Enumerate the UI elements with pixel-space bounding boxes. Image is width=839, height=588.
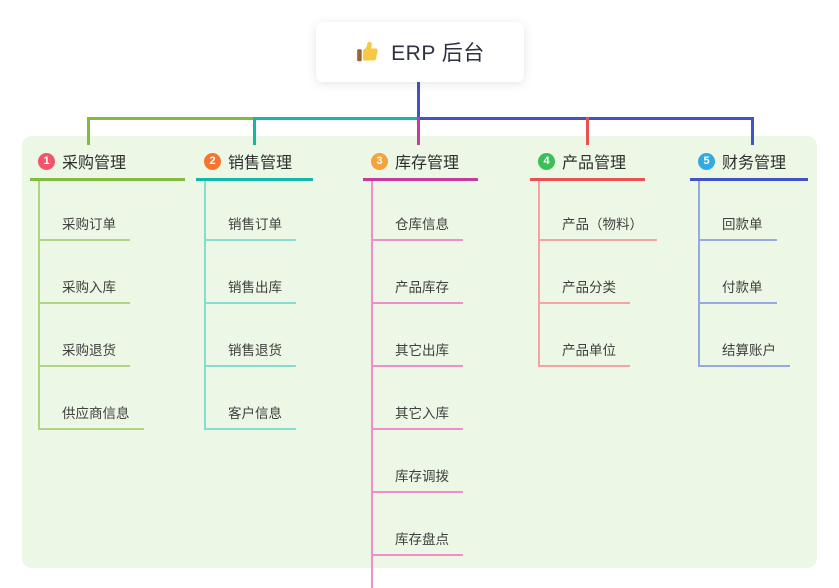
branch-label: 采购管理 <box>62 155 127 172</box>
child-label: 销售订单 <box>228 216 282 232</box>
root-connector-line <box>417 82 420 120</box>
child-topic[interactable]: 产品分类 <box>540 241 630 304</box>
child-topic[interactable]: 采购入库 <box>40 241 130 304</box>
child-topic[interactable]: 出库库明细 <box>373 556 477 588</box>
branch-children: 仓库信息 产品库存 其它出库 其它入库 库存调拨 库存盘点 出库库明细 <box>371 181 478 588</box>
branch-node-1: 1 采购管理 采购订单 采购入库 采购退货 供应商信息 <box>30 146 185 430</box>
child-topic[interactable]: 其它出库 <box>373 304 463 367</box>
child-label: 客户信息 <box>228 405 282 421</box>
branch-label: 库存管理 <box>395 155 460 172</box>
branch-children: 销售订单 销售出库 销售退货 客户信息 <box>204 181 313 430</box>
root-node[interactable]: ERP 后台 <box>316 22 524 82</box>
connector-horizontal-line <box>417 117 754 120</box>
child-label: 付款单 <box>722 279 763 295</box>
child-topic[interactable]: 产品库存 <box>373 241 463 304</box>
child-label: 其它出库 <box>395 342 449 358</box>
child-topic[interactable]: 供应商信息 <box>40 367 144 430</box>
child-label: 采购退货 <box>62 342 116 358</box>
connector-horizontal-line <box>253 117 420 120</box>
branch-title[interactable]: 3 库存管理 <box>363 146 478 181</box>
child-label: 库存盘点 <box>395 531 449 547</box>
child-topic[interactable]: 结算账户 <box>700 304 790 367</box>
branch-node-3: 3 库存管理 仓库信息 产品库存 其它出库 其它入库 库存调拨 库存盘点 出库库… <box>363 146 478 588</box>
child-topic[interactable]: 销售订单 <box>206 181 296 241</box>
child-topic[interactable]: 产品（物料） <box>540 181 657 241</box>
branch-children: 产品（物料） 产品分类 产品单位 <box>538 181 657 367</box>
child-topic[interactable]: 采购订单 <box>40 181 130 241</box>
child-label: 其它入库 <box>395 405 449 421</box>
branch-label: 财务管理 <box>722 155 787 172</box>
child-topic[interactable]: 销售退货 <box>206 304 296 367</box>
child-label: 产品分类 <box>562 279 616 295</box>
child-label: 销售退货 <box>228 342 282 358</box>
child-label: 产品单位 <box>562 342 616 358</box>
branch-title[interactable]: 2 销售管理 <box>196 146 313 181</box>
connector-drop-line <box>253 117 256 145</box>
branch-node-5: 5 财务管理 回款单 付款单 结算账户 <box>690 146 808 367</box>
child-label: 回款单 <box>722 216 763 232</box>
connector-horizontal-line <box>87 117 256 120</box>
child-label: 供应商信息 <box>62 405 130 421</box>
mindmap-background-panel <box>22 136 817 568</box>
child-label: 采购入库 <box>62 279 116 295</box>
branch-title[interactable]: 1 采购管理 <box>30 146 185 181</box>
thumbs-up-icon <box>355 39 381 65</box>
branch-number-badge: 3 <box>371 152 388 170</box>
child-label: 产品（物料） <box>562 216 643 232</box>
branch-node-2: 2 销售管理 销售订单 销售出库 销售退货 客户信息 <box>196 146 313 430</box>
branch-label: 销售管理 <box>228 155 293 172</box>
child-label: 库存调拨 <box>395 468 449 484</box>
child-topic[interactable]: 产品单位 <box>540 304 630 367</box>
child-label: 仓库信息 <box>395 216 449 232</box>
child-topic[interactable]: 仓库信息 <box>373 181 463 241</box>
child-topic[interactable]: 采购退货 <box>40 304 130 367</box>
branch-title[interactable]: 4 产品管理 <box>530 146 645 181</box>
branch-number-badge: 4 <box>538 152 555 170</box>
branch-title[interactable]: 5 财务管理 <box>690 146 808 181</box>
branch-number-badge: 1 <box>38 152 55 170</box>
child-label: 结算账户 <box>722 342 776 358</box>
branch-node-4: 4 产品管理 产品（物料） 产品分类 产品单位 <box>530 146 657 367</box>
child-topic[interactable]: 库存盘点 <box>373 493 463 556</box>
branch-children: 采购订单 采购入库 采购退货 供应商信息 <box>38 181 185 430</box>
child-label: 产品库存 <box>395 279 449 295</box>
connector-drop-line <box>417 117 420 145</box>
branch-children: 回款单 付款单 结算账户 <box>698 181 808 367</box>
branch-number-badge: 5 <box>698 152 715 170</box>
branch-label: 产品管理 <box>562 155 627 172</box>
child-topic[interactable]: 库存调拨 <box>373 430 463 493</box>
child-topic[interactable]: 销售出库 <box>206 241 296 304</box>
connector-drop-line <box>751 117 754 145</box>
child-label: 采购订单 <box>62 216 116 232</box>
connector-drop-line <box>586 117 589 145</box>
connector-drop-line <box>87 117 90 145</box>
child-topic[interactable]: 付款单 <box>700 241 777 304</box>
child-label: 销售出库 <box>228 279 282 295</box>
child-topic[interactable]: 客户信息 <box>206 367 296 430</box>
root-title: ERP 后台 <box>391 42 485 65</box>
branch-number-badge: 2 <box>204 152 221 170</box>
child-topic[interactable]: 其它入库 <box>373 367 463 430</box>
child-topic[interactable]: 回款单 <box>700 181 777 241</box>
